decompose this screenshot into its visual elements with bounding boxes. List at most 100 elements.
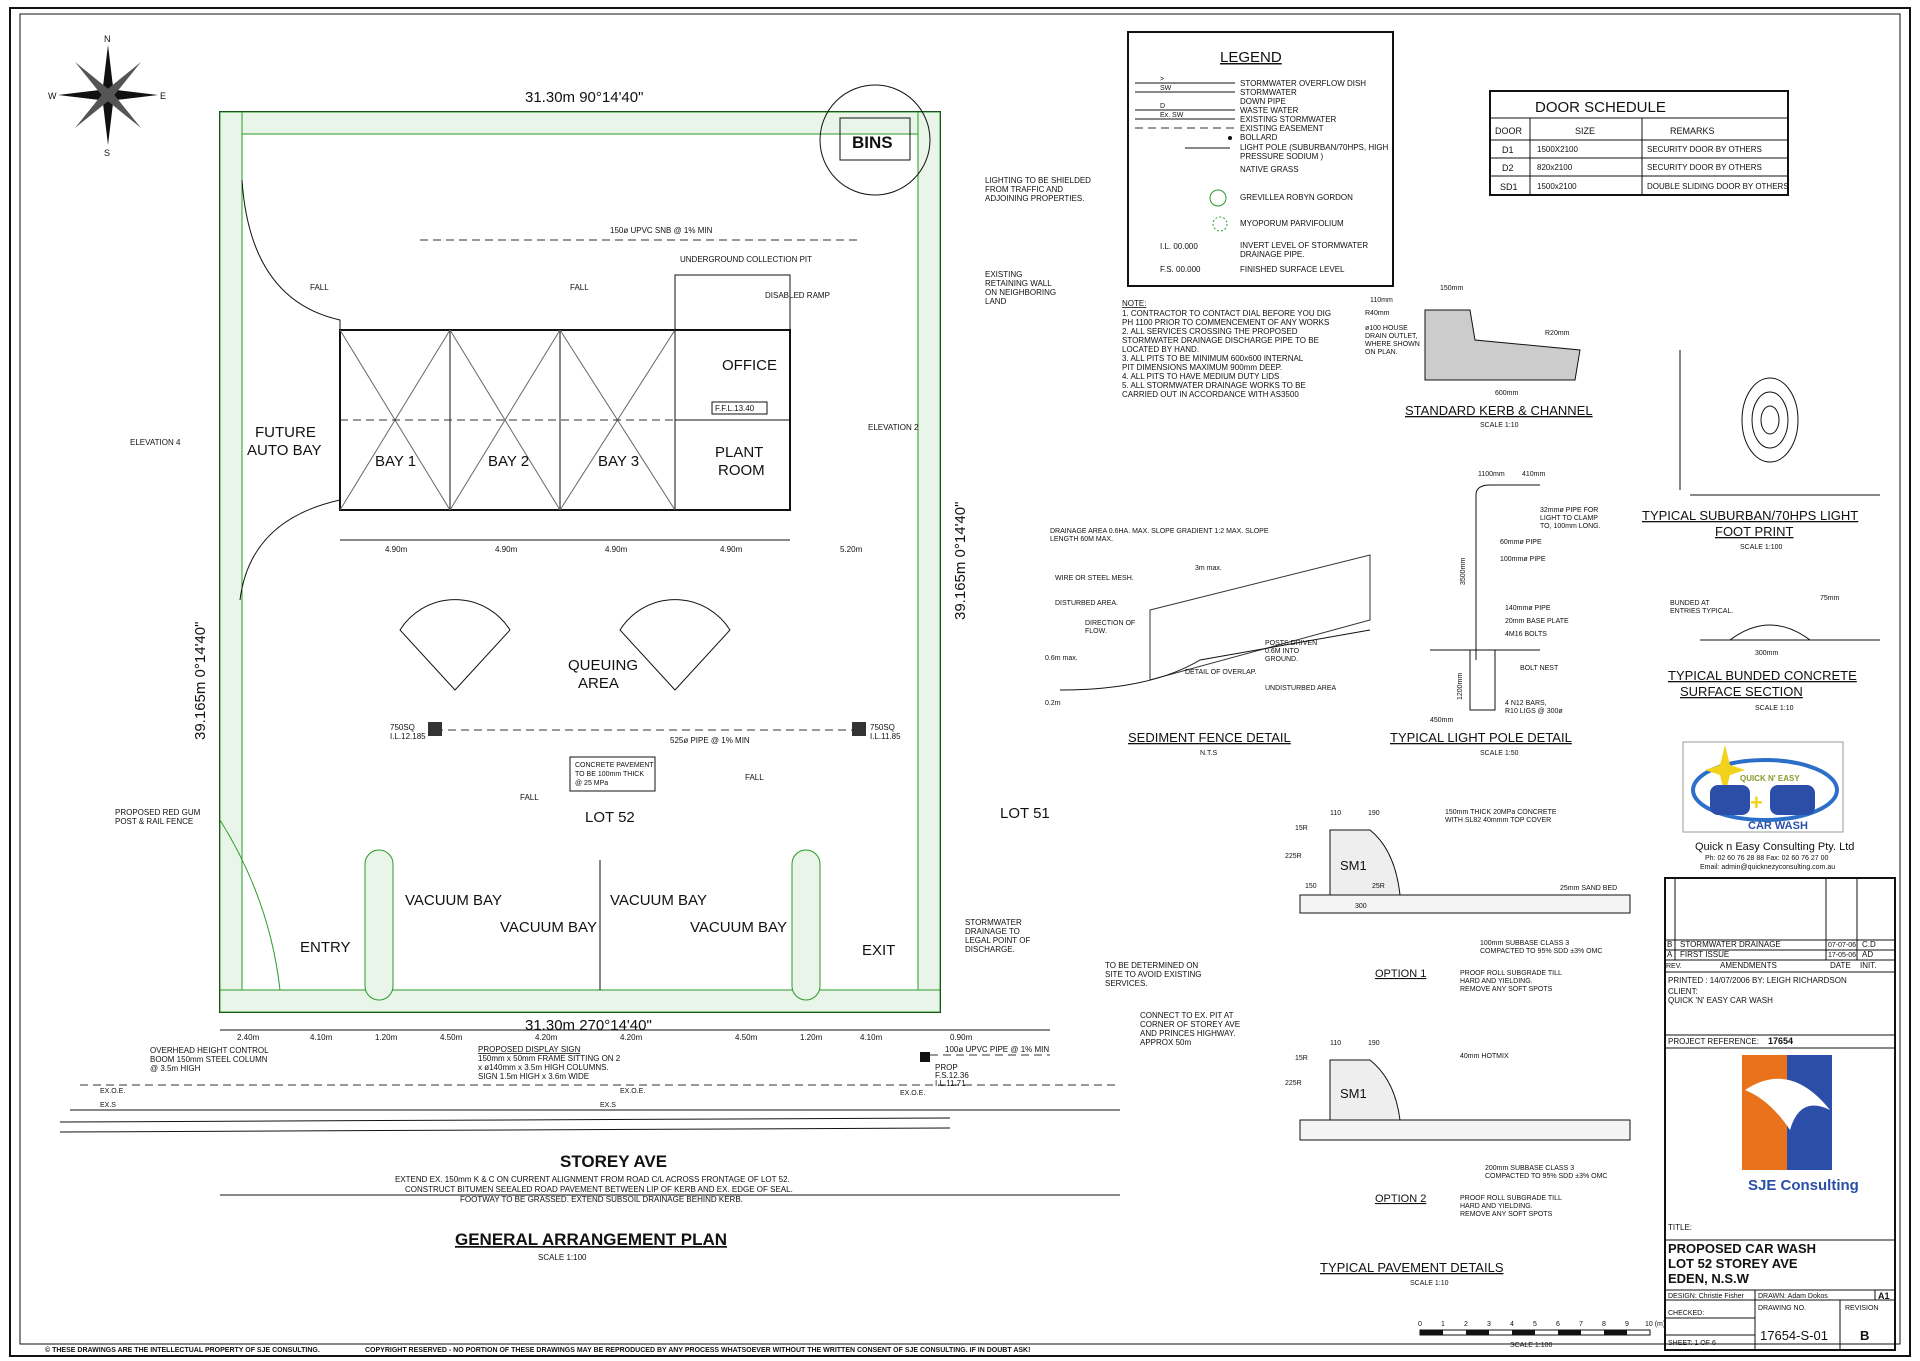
- svg-text:SCALE 1:100: SCALE 1:100: [1510, 1342, 1553, 1349]
- svg-text:BOLT NEST: BOLT NEST: [1520, 665, 1559, 672]
- svg-text:4.90m: 4.90m: [720, 545, 743, 554]
- svg-text:INVERT LEVEL OF STORMWATER: INVERT LEVEL OF STORMWATER: [1240, 241, 1368, 250]
- svg-text:AD: AD: [1862, 950, 1873, 959]
- svg-text:4.90m: 4.90m: [495, 545, 518, 554]
- svg-text:150mm: 150mm: [1440, 285, 1464, 292]
- svg-text:SM1: SM1: [1340, 858, 1367, 873]
- svg-text:LIGHT TO CLAMP: LIGHT TO CLAMP: [1540, 515, 1598, 522]
- svg-text:REVISION: REVISION: [1845, 1305, 1878, 1312]
- svg-text:FALL: FALL: [520, 793, 539, 802]
- svg-text:SM1: SM1: [1340, 1086, 1367, 1101]
- svg-text:STORMWATER: STORMWATER: [965, 918, 1022, 927]
- boundary-left-label: 39.165m 0°14'40": [192, 622, 209, 740]
- pipe-mid-label: 525ø PIPE @ 1% MIN: [670, 736, 750, 745]
- svg-text:R20mm: R20mm: [1545, 330, 1570, 337]
- logo-text: QUICK N' EASY: [1740, 774, 1800, 783]
- sediment-title: SEDIMENT FENCE DETAIL: [1128, 730, 1291, 745]
- svg-text:@ 3.5m HIGH: @ 3.5m HIGH: [150, 1064, 201, 1073]
- svg-text:STORMWATER DRAINAGE DISCHARGE: STORMWATER DRAINAGE DISCHARGE PIPE TO BE: [1122, 336, 1319, 345]
- svg-text:ON PLAN.: ON PLAN.: [1365, 349, 1398, 356]
- light-pole-title: TYPICAL LIGHT POLE DETAIL: [1390, 730, 1572, 745]
- svg-text:@ 25 MPa: @ 25 MPa: [575, 780, 608, 787]
- svg-text:STORMWATER OVERFLOW DISH: STORMWATER OVERFLOW DISH: [1240, 79, 1366, 88]
- svg-text:REMOVE ANY SOFT SPOTS: REMOVE ANY SOFT SPOTS: [1460, 1211, 1553, 1218]
- svg-text:CHECKED:: CHECKED:: [1668, 1310, 1704, 1317]
- svg-text:ADJOINING PROPERTIES.: ADJOINING PROPERTIES.: [985, 194, 1084, 203]
- svg-text:REMOVE ANY SOFT SPOTS: REMOVE ANY SOFT SPOTS: [1460, 986, 1553, 993]
- svg-text:Ph: 02 60 76 28 88 Fax: 02 60: Ph: 02 60 76 28 88 Fax: 02 60 76 27 00: [1705, 855, 1828, 862]
- svg-text:TITLE:: TITLE:: [1668, 1223, 1692, 1232]
- svg-text:1.20m: 1.20m: [375, 1033, 398, 1042]
- plant-room-label: PLANT: [715, 444, 763, 461]
- svg-text:PROPOSED RED GUM: PROPOSED RED GUM: [115, 808, 201, 817]
- plant-room-label: ROOM: [718, 462, 765, 479]
- svg-text:DIRECTION OF: DIRECTION OF: [1085, 620, 1135, 627]
- office-label: OFFICE: [722, 357, 777, 374]
- site-boundary: [219, 111, 941, 1013]
- svg-text:>: >: [1160, 76, 1164, 83]
- vacuum-bay-label: VACUUM BAY: [405, 892, 502, 909]
- svg-text:25R: 25R: [1372, 883, 1385, 890]
- svg-text:4: 4: [1510, 1321, 1514, 1328]
- svg-text:SIZE: SIZE: [1575, 126, 1595, 136]
- svg-text:EDEN, N.S.W: EDEN, N.S.W: [1668, 1271, 1750, 1286]
- svg-text:FALL: FALL: [745, 773, 764, 782]
- svg-text:7: 7: [1579, 1321, 1583, 1328]
- svg-text:600mm: 600mm: [1495, 390, 1519, 397]
- svg-text:SCALE 1:10: SCALE 1:10: [1755, 705, 1794, 712]
- boundary-right-label: 39.165m 0°14'40": [952, 502, 969, 620]
- svg-text:1. CONTRACTOR TO CONTACT DIAL: 1. CONTRACTOR TO CONTACT DIAL BEFORE YOU…: [1122, 309, 1331, 318]
- svg-text:100ø UPVC PIPE @ 1% MIN: 100ø UPVC PIPE @ 1% MIN: [945, 1045, 1049, 1054]
- svg-text:SURFACE SECTION: SURFACE SECTION: [1680, 684, 1803, 699]
- legend: LEGEND > SW D Ex. SW STORMWATER OVERFLOW…: [1127, 31, 1394, 287]
- svg-text:PROOF ROLL SUBGRADE TILL: PROOF ROLL SUBGRADE TILL: [1460, 1195, 1562, 1202]
- svg-text:SECURITY DOOR BY OTHERS: SECURITY DOOR BY OTHERS: [1647, 163, 1762, 172]
- svg-text:SCALE 1:100: SCALE 1:100: [538, 1253, 587, 1262]
- svg-text:8: 8: [1602, 1321, 1606, 1328]
- svg-text:225R: 225R: [1285, 853, 1302, 860]
- svg-text:4.90m: 4.90m: [605, 545, 628, 554]
- landscape-strip-bottom: [219, 989, 941, 1013]
- svg-text:200mm SUBBASE CLASS 3: 200mm SUBBASE CLASS 3: [1485, 1165, 1574, 1172]
- myoporum-icon: [1212, 216, 1228, 232]
- svg-text:PROOF ROLL SUBGRADE TILL: PROOF ROLL SUBGRADE TILL: [1460, 970, 1562, 977]
- svg-text:REV.: REV.: [1666, 963, 1682, 970]
- svg-text:B: B: [1667, 940, 1672, 949]
- svg-text:DRAINAGE AREA 0.6HA. MAX. SLOP: DRAINAGE AREA 0.6HA. MAX. SLOPE GRADIENT…: [1050, 528, 1269, 535]
- revision: B: [1860, 1328, 1869, 1343]
- svg-text:10 (m): 10 (m): [1645, 1321, 1665, 1328]
- bay-2-label: BAY 2: [488, 453, 529, 470]
- svg-text:NATIVE GRASS: NATIVE GRASS: [1240, 165, 1299, 174]
- svg-text:I.L.11.85: I.L.11.85: [870, 732, 901, 741]
- svg-text:SD1: SD1: [1500, 182, 1518, 192]
- svg-text:CONSTRUCT BITUMEN SEEALED ROAD: CONSTRUCT BITUMEN SEEALED ROAD PAVEMENT …: [405, 1185, 793, 1194]
- compass-s: S: [104, 148, 110, 158]
- svg-text:DRAINAGE PIPE.: DRAINAGE PIPE.: [1240, 250, 1304, 259]
- svg-text:PRINTED : 14/07/2006 BY: LEI: PRINTED : 14/07/2006 BY: LEIGH RICHARDSO…: [1668, 976, 1847, 985]
- svg-text:AMENDMENTS: AMENDMENTS: [1720, 961, 1777, 970]
- svg-text:D2: D2: [1502, 163, 1514, 173]
- footer-copyright: COPYRIGHT RESERVED - NO PORTION OF THESE…: [365, 1347, 1030, 1354]
- consultant-name: Quick n Easy Consulting Pty. Ltd: [1695, 841, 1854, 853]
- svg-text:I.L.12.185: I.L.12.185: [390, 732, 426, 741]
- svg-text:150mm THICK 20MPa CONCRETE: 150mm THICK 20MPa CONCRETE: [1445, 809, 1557, 816]
- landscape-strip-right: [917, 111, 941, 1013]
- svg-text:110: 110: [1330, 810, 1341, 817]
- svg-text:3: 3: [1487, 1321, 1491, 1328]
- svg-text:DOOR: DOOR: [1495, 126, 1523, 136]
- svg-text:CORNER OF STOREY AVE: CORNER OF STOREY AVE: [1140, 1020, 1240, 1029]
- svg-text:STORMWATER: STORMWATER: [1240, 88, 1297, 97]
- svg-text:100mmø PIPE: 100mmø PIPE: [1500, 556, 1546, 563]
- sheet-border: [9, 7, 1911, 1357]
- svg-text:APPROX 50m: APPROX 50m: [1140, 1038, 1191, 1047]
- svg-text:FINISHED SURFACE LEVEL: FINISHED SURFACE LEVEL: [1240, 265, 1345, 274]
- pavement-title: TYPICAL PAVEMENT DETAILS: [1320, 1260, 1504, 1275]
- svg-text:FLOW.: FLOW.: [1085, 628, 1107, 635]
- svg-text:5.20m: 5.20m: [840, 545, 863, 554]
- svg-text:EX.O.E.: EX.O.E.: [900, 1090, 925, 1097]
- future-bay-label: FUTURE: [255, 424, 316, 441]
- svg-text:NOTE:: NOTE:: [1122, 299, 1146, 308]
- svg-text:DRAINAGE TO: DRAINAGE TO: [965, 927, 1020, 936]
- svg-text:FIRST ISSUE: FIRST ISSUE: [1680, 950, 1729, 959]
- svg-text:4. ALL PITS TO HAVE MEDIUM DUT: 4. ALL PITS TO HAVE MEDIUM DUTY LIDS: [1122, 372, 1279, 381]
